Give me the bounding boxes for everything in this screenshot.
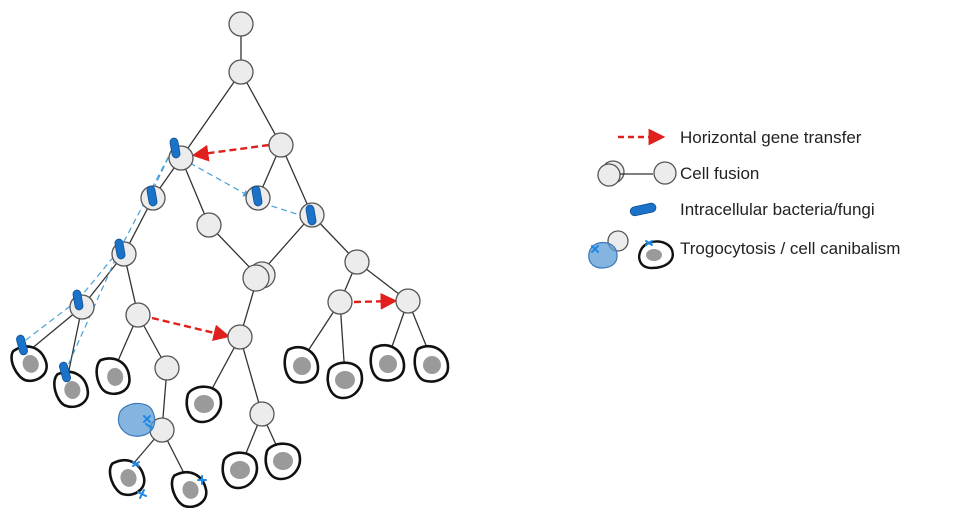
trogocytosis-icon [588,230,674,270]
bacteria-icon [146,185,158,207]
node [327,289,353,315]
legend-hgt-label: Horizontal gene transfer [680,128,862,147]
node [268,132,294,158]
leaf-cell [10,345,48,383]
bacteria-icon [629,202,657,217]
bacteria-icon [16,334,28,356]
node [154,355,180,381]
trogocytosis-blob [117,402,156,437]
legend-bacteria-label: Intracellular bacteria/fungi [680,200,875,219]
node [344,249,370,275]
legend: Horizontal gene transfer Cell fusion Int… [588,128,900,270]
root-node [228,11,254,37]
leaf-cell [95,357,131,396]
cell-fusion-icon [597,160,677,187]
node [395,288,421,314]
bacteria-in-tree [16,137,317,383]
leaf-cell [264,442,302,481]
bacteria-icon [59,361,71,383]
bacteria-icon [169,137,181,159]
leaf-cells [10,343,450,508]
tree-edges [29,24,433,486]
leaf-cell [369,343,406,382]
leaf-cell [221,451,259,490]
leaf-cell [413,344,450,383]
legend-trogocytosis-label: Trogocytosis / cell canibalism [680,239,900,258]
fusion-node-front [242,264,270,292]
node [249,401,275,427]
node [227,324,253,350]
bacteria-icon [114,238,126,260]
leaf-cell [326,361,364,400]
node [228,59,254,85]
tree-nodes [69,11,421,443]
leaf-cell [283,345,320,384]
leaf-cell [170,470,208,508]
legend-cell-fusion-label: Cell fusion [680,164,759,183]
leaf-cell [53,370,90,409]
node [196,212,222,238]
bacteria-icon [251,185,263,207]
leaf-cell [185,385,223,424]
trogocytosis-marks [132,415,207,499]
leaf-cell [108,458,146,497]
hgt-arrows [151,143,398,342]
node [125,302,151,328]
bacteria-icon [305,204,317,226]
bacteria-icon [72,289,84,311]
